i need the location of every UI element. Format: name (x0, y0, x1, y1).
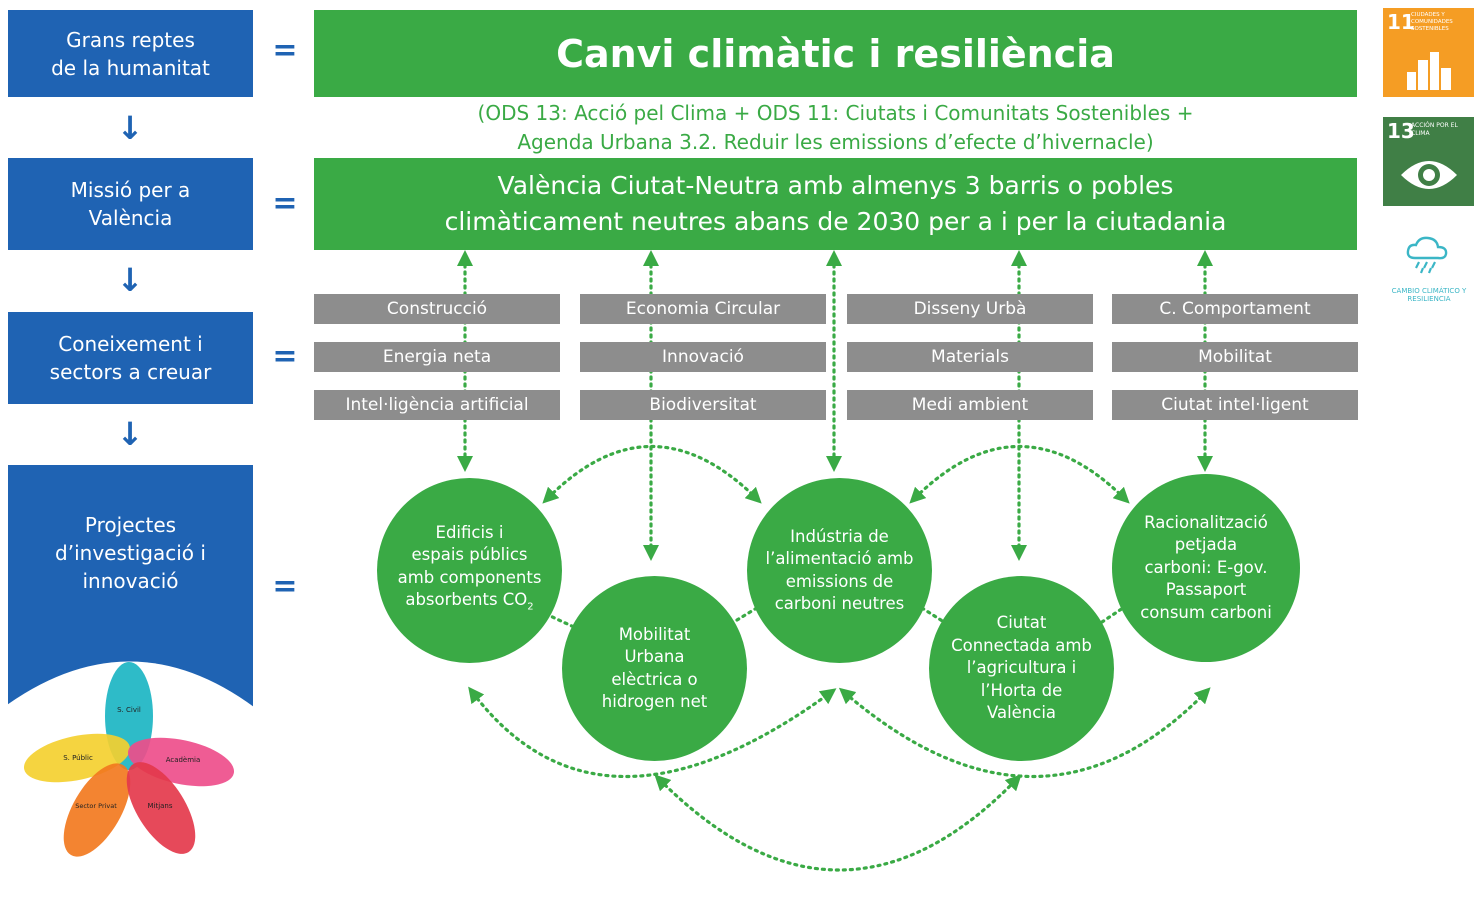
equals-sign: = (272, 569, 298, 604)
stakeholder-flower: S. Civil S. Públic Acadèmia Sector Priva… (0, 661, 258, 863)
sdg-13-text: ACCIÓN POR EL CLIMA (1411, 122, 1458, 137)
grand-challenges-box: Grans reptes de la humanitat (8, 10, 253, 97)
sector-construccio: Construcció (314, 294, 560, 324)
challenge-subtitle-line2: Agenda Urbana 3.2. Reduir les emissions … (517, 130, 1154, 154)
project-edificis-label: Edificis i espais públics amb components… (397, 522, 542, 613)
arc-bottom-left (468, 686, 837, 779)
petal-public-label: S. Públic (63, 754, 93, 762)
eye-globe-icon (1401, 161, 1457, 189)
sector-innovacio: Innovació (580, 342, 826, 372)
petal-academia-label: Acadèmia (166, 756, 201, 764)
arc-bottom-right (838, 687, 1211, 779)
mission-bar: València Ciutat-Neutra amb almenys 3 bar… (314, 158, 1357, 250)
sdg-13-icon: 13 ACCIÓN POR EL CLIMA (1383, 117, 1474, 206)
sector-materials: Materials (847, 342, 1093, 372)
petal-private-label: Sector Privat (75, 802, 117, 810)
down-arrow-icon: ↓ (116, 109, 144, 147)
petal-private (63, 763, 131, 857)
sector-comportament: C. Comportament (1112, 294, 1358, 324)
mission-line2: climàticament neutres abans de 2030 per … (444, 207, 1227, 236)
sector-intelligencia-artificial: Intel·ligència artificial (314, 390, 560, 420)
sdg-11-number: 11 (1387, 10, 1415, 34)
down-arrow-icon: ↓ (116, 261, 144, 299)
equals-sign: = (272, 186, 298, 221)
sdg-13-number: 13 (1387, 119, 1415, 143)
sector-mobilitat: Mobilitat (1112, 342, 1358, 372)
sdg-11-text: CIUDADES Y COMUNIDADES SOSTENIBLES (1411, 12, 1453, 32)
project-edificis: Edificis i espais públics amb components… (377, 478, 562, 663)
link-1-2 (544, 612, 578, 630)
arc-bottom-middle (654, 774, 1022, 872)
sector-ciutat-intelligent: Ciutat intel·ligent (1112, 390, 1358, 420)
sector-economia-circular: Economia Circular (580, 294, 826, 324)
link-3-4 (920, 606, 946, 624)
mission-line1: València Ciutat-Neutra amb almenys 3 bar… (497, 171, 1174, 200)
sector-medi-ambient: Medi ambient (847, 390, 1093, 420)
challenge-subtitle-line1: (ODS 13: Acció pel Clima + ODS 11: Ciuta… (477, 101, 1194, 125)
co2-subscript: 2 (527, 601, 534, 613)
storm-cloud-icon (1406, 236, 1448, 274)
sector-biodiversitat: Biodiversitat (580, 390, 826, 420)
sdg-11-icon: 11 CIUDADES Y COMUNIDADES SOSTENIBLES (1383, 8, 1474, 97)
project-mobilitat: Mobilitat Urbana elèctrica o hidrogen ne… (562, 576, 747, 761)
arc-right-top (909, 445, 1130, 504)
petal-media (126, 762, 196, 854)
down-arrow-icon: ↓ (116, 415, 144, 453)
sector-disseny-urba: Disseny Urbà (847, 294, 1093, 324)
knowledge-box: Coneixement i sectors a creuar (8, 312, 253, 404)
arc-left-top (542, 445, 762, 504)
challenge-title-bar: Canvi climàtic i resiliència (314, 10, 1357, 97)
equals-sign: = (272, 339, 298, 374)
climate-resilience-label: CAMBIO CLIMÁTICO Y RESILIENCIA (1391, 287, 1467, 303)
project-ciutat-connectada: Ciutat Connectada amb l’agricultura i l’… (929, 576, 1114, 761)
petal-civil-label: S. Civil (117, 706, 141, 714)
project-racionalitzacio: Racionalització petjada carboni: E-gov. … (1112, 474, 1300, 662)
city-buildings-icon (1407, 52, 1451, 90)
equals-sign: = (272, 33, 298, 68)
project-industria: Indústria de l’alimentació amb emissions… (747, 478, 932, 663)
mission-box: Missió per a València (8, 158, 253, 250)
sector-energia-neta: Energia neta (314, 342, 560, 372)
petal-media-label: Mitjans (147, 802, 172, 810)
